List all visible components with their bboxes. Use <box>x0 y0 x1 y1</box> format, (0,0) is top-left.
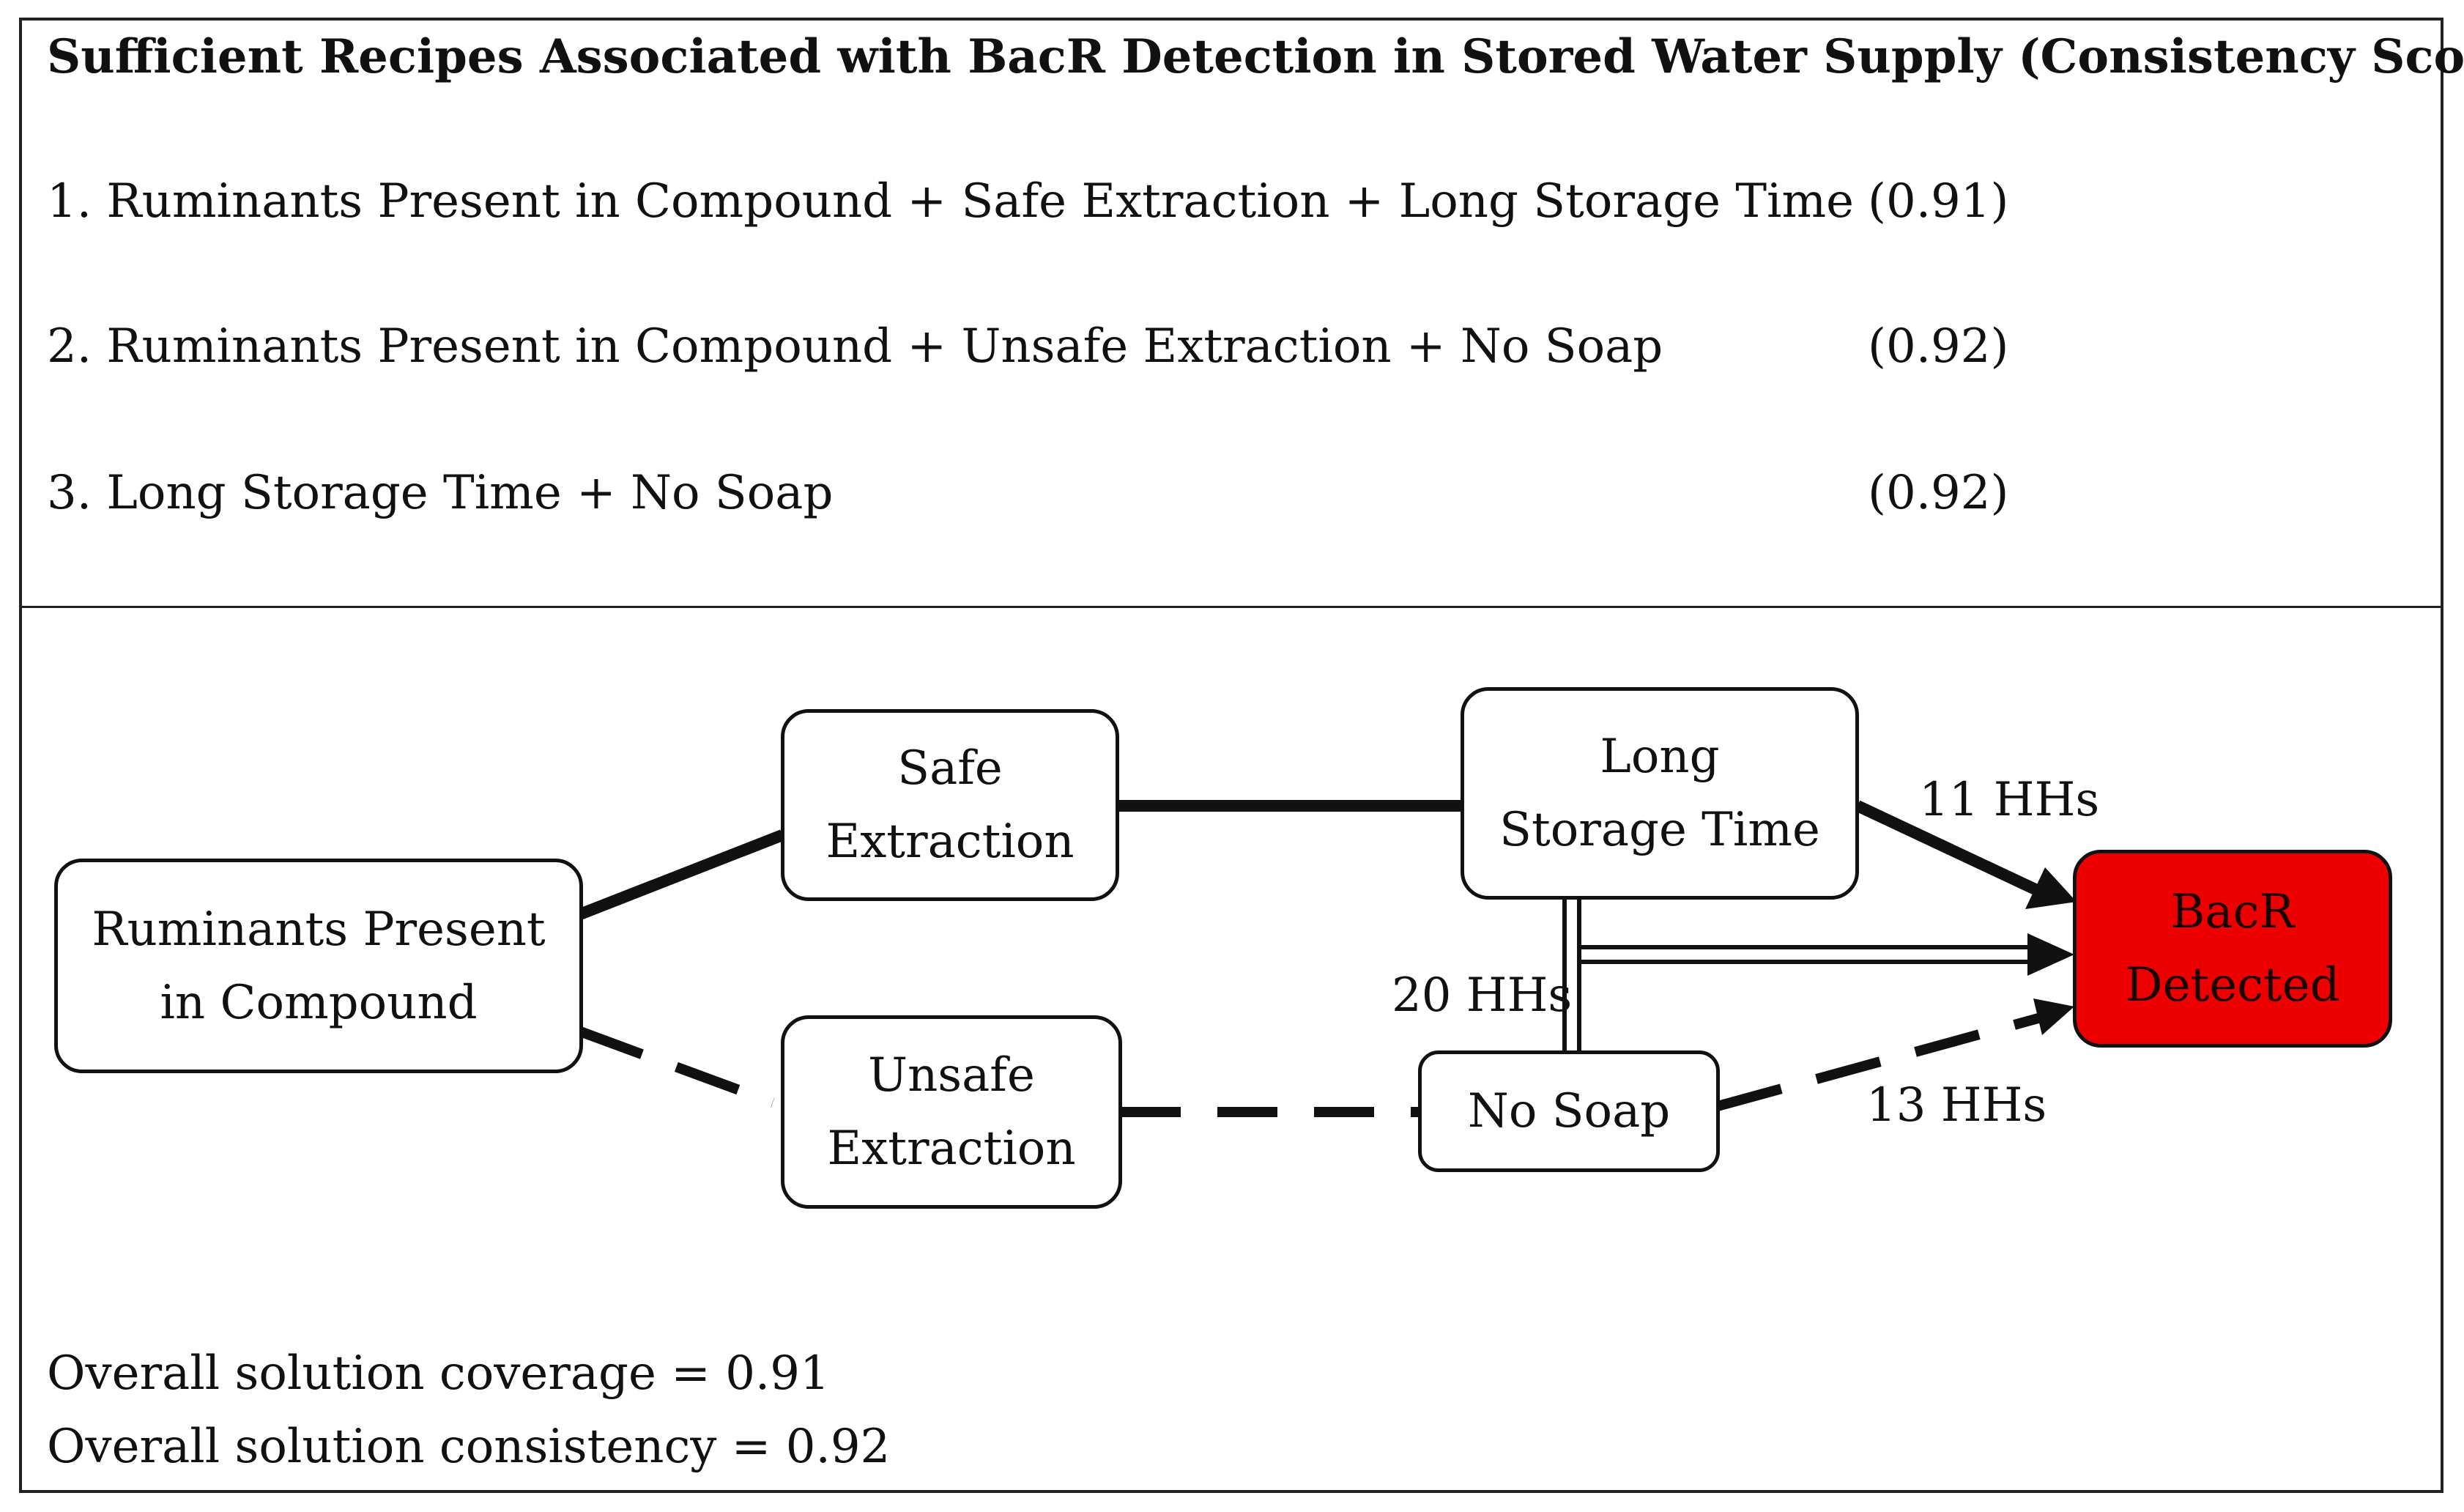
recipe-1-score: (0.91) <box>1868 174 2009 229</box>
recipe-2-text: 2. Ruminants Present in Compound + Unsaf… <box>47 319 1663 374</box>
node-ruminants-line-2: in Compound <box>160 975 478 1030</box>
recipe-3-score: (0.92) <box>1868 466 2009 520</box>
node-ruminants-line-1: Ruminants Present <box>92 902 546 957</box>
node-bacr-detected: BacR Detected <box>2073 850 2392 1048</box>
arrowhead-long-storage-to-bacr <box>2025 867 2077 909</box>
node-safe-line-1: Safe <box>897 741 1003 796</box>
node-long-storage-line-2: Storage Time <box>1499 803 1820 857</box>
node-long-storage-time: Long Storage Time <box>1461 687 1859 900</box>
label-13-hhs: 13 HHs <box>1866 1078 2047 1133</box>
figure-title: Sufficient Recipes Associated with BacR … <box>47 29 2464 84</box>
node-no-soap: No Soap <box>1418 1050 1720 1172</box>
edge-ruminants-to-safe <box>578 829 784 920</box>
node-long-storage-line-1: Long <box>1600 730 1720 784</box>
node-unsafe-line-1: Unsafe <box>868 1048 1035 1102</box>
label-20-hhs: 20 HHs <box>1392 968 1573 1023</box>
node-safe-extraction: Safe Extraction <box>781 709 1119 901</box>
recipe-1-text: 1. Ruminants Present in Compound + Safe … <box>47 174 1855 229</box>
section-divider <box>19 606 2443 608</box>
node-bacr-line-2: Detected <box>2125 958 2340 1012</box>
label-11-hhs: 11 HHs <box>1919 773 2100 827</box>
overall-consistency: Overall solution consistency = 0.92 <box>47 1420 891 1474</box>
recipe-2-score: (0.92) <box>1868 319 2009 374</box>
edge-no-soap-to-bacr <box>1716 1012 2045 1111</box>
node-ruminants-present: Ruminants Present in Compound <box>54 859 583 1073</box>
figure-frame <box>19 18 2443 1493</box>
arrowhead-double-to-bacr <box>2027 933 2074 976</box>
overall-coverage: Overall solution coverage = 0.91 <box>47 1346 830 1401</box>
edge-long-storage-to-bacr <box>1855 800 2043 897</box>
node-unsafe-extraction: Unsafe Extraction <box>781 1015 1122 1209</box>
recipe-3-text: 3. Long Storage Time + No Soap <box>47 466 834 520</box>
edge-ruminants-to-unsafe <box>578 1026 775 1108</box>
node-bacr-line-1: BacR <box>2170 885 2295 939</box>
node-no-soap-line-1: No Soap <box>1467 1084 1671 1138</box>
arrowhead-no-soap-to-bacr <box>2033 998 2074 1035</box>
node-safe-line-2: Extraction <box>825 815 1075 869</box>
node-unsafe-line-2: Extraction <box>827 1122 1076 1176</box>
